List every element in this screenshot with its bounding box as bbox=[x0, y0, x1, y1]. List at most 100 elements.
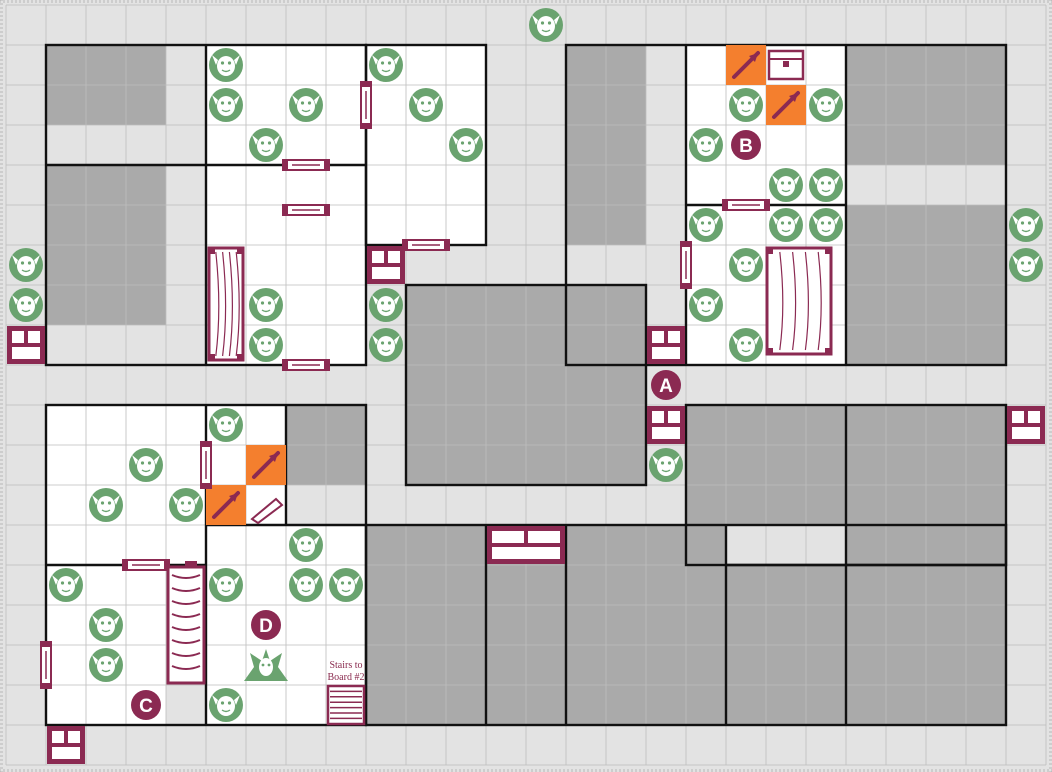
goblin-icon[interactable] bbox=[729, 248, 763, 282]
treasure-item-icon[interactable] bbox=[250, 497, 284, 525]
goblin-face bbox=[217, 56, 235, 76]
goblin-icon[interactable] bbox=[169, 488, 203, 522]
room-label-a[interactable]: A bbox=[651, 370, 681, 400]
goblin-mouth bbox=[301, 549, 311, 553]
goblin-icon[interactable] bbox=[689, 208, 723, 242]
door-icon[interactable] bbox=[680, 241, 692, 289]
door-icon[interactable] bbox=[360, 81, 372, 129]
goblin-eye bbox=[347, 581, 352, 585]
goblin-icon[interactable] bbox=[209, 688, 243, 722]
door-icon[interactable] bbox=[402, 239, 450, 251]
goblin-icon[interactable] bbox=[129, 448, 163, 482]
goblin-icon[interactable] bbox=[729, 328, 763, 362]
goblin-mouth bbox=[461, 149, 471, 153]
rubble-stone bbox=[52, 747, 80, 759]
goblin-icon[interactable] bbox=[729, 88, 763, 122]
boss-monster-icon[interactable] bbox=[244, 649, 288, 681]
table-leg bbox=[209, 248, 215, 254]
spear-trap-icon[interactable] bbox=[206, 485, 246, 525]
goblin-face bbox=[737, 96, 755, 116]
goblin-icon[interactable] bbox=[809, 168, 843, 202]
blocked-rubble-icon[interactable] bbox=[487, 526, 565, 564]
goblin-ears bbox=[212, 415, 240, 425]
goblin-icon[interactable] bbox=[209, 568, 243, 602]
door-icon[interactable] bbox=[122, 559, 170, 571]
goblin-icon[interactable] bbox=[369, 48, 403, 82]
goblin-eye bbox=[187, 501, 192, 505]
goblin-icon[interactable] bbox=[89, 648, 123, 682]
goblin-ears bbox=[772, 175, 800, 185]
blocked-rubble-icon[interactable] bbox=[647, 326, 685, 364]
goblin-icon[interactable] bbox=[809, 88, 843, 122]
goblin-face bbox=[177, 496, 195, 516]
goblin-icon[interactable] bbox=[89, 488, 123, 522]
table-icon[interactable] bbox=[765, 246, 833, 356]
rubble-stone bbox=[652, 427, 680, 439]
goblin-eye bbox=[747, 341, 752, 345]
stairs-icon[interactable] bbox=[326, 684, 366, 726]
table-icon[interactable] bbox=[207, 246, 245, 362]
goblin-icon[interactable] bbox=[809, 208, 843, 242]
goblin-icon[interactable] bbox=[689, 288, 723, 322]
goblin-eye bbox=[267, 341, 272, 345]
door-icon[interactable] bbox=[282, 204, 330, 216]
weapon-rack-icon[interactable] bbox=[166, 565, 206, 685]
goblin-icon[interactable] bbox=[49, 568, 83, 602]
goblin-icon[interactable] bbox=[9, 288, 43, 322]
spear-trap-icon[interactable] bbox=[726, 45, 766, 85]
goblin-icon[interactable] bbox=[289, 88, 323, 122]
goblin-icon[interactable] bbox=[769, 208, 803, 242]
door-icon[interactable] bbox=[40, 641, 52, 689]
goblin-icon[interactable] bbox=[649, 448, 683, 482]
table-top bbox=[765, 246, 833, 356]
blocked-rubble-icon[interactable] bbox=[367, 246, 405, 284]
spear-trap-icon[interactable] bbox=[246, 445, 286, 485]
goblin-icon[interactable] bbox=[689, 128, 723, 162]
goblin-icon[interactable] bbox=[449, 128, 483, 162]
goblin-icon[interactable] bbox=[529, 8, 563, 42]
blocked-rubble-icon[interactable] bbox=[647, 406, 685, 444]
door-icon[interactable] bbox=[282, 359, 330, 371]
goblin-icon[interactable] bbox=[209, 48, 243, 82]
goblin-icon[interactable] bbox=[209, 408, 243, 442]
door-icon[interactable] bbox=[282, 159, 330, 171]
spear-trap-icon[interactable] bbox=[766, 85, 806, 125]
door-hinge bbox=[324, 204, 330, 216]
room-label-c[interactable]: C bbox=[131, 690, 161, 720]
treasure-chest-icon[interactable] bbox=[767, 49, 805, 81]
goblin-icon[interactable] bbox=[9, 248, 43, 282]
goblin-icon[interactable] bbox=[409, 88, 443, 122]
goblin-icon[interactable] bbox=[249, 288, 283, 322]
blocked-rubble-icon[interactable] bbox=[47, 726, 85, 764]
goblin-icon[interactable] bbox=[249, 128, 283, 162]
goblin-icon[interactable] bbox=[769, 168, 803, 202]
goblin-icon[interactable] bbox=[289, 568, 323, 602]
goblin-ears bbox=[1012, 215, 1040, 225]
goblin-icon[interactable] bbox=[209, 88, 243, 122]
goblin-icon[interactable] bbox=[369, 288, 403, 322]
goblin-eye bbox=[787, 181, 792, 185]
goblin-eye bbox=[707, 301, 712, 305]
goblin-icon[interactable] bbox=[289, 528, 323, 562]
goblin-icon[interactable] bbox=[329, 568, 363, 602]
goblin-icon[interactable] bbox=[249, 328, 283, 362]
goblin-icon[interactable] bbox=[369, 328, 403, 362]
door-icon[interactable] bbox=[722, 199, 770, 211]
blocked-rubble-icon[interactable] bbox=[7, 326, 45, 364]
goblin-eye bbox=[540, 21, 545, 25]
room-label-d[interactable]: D bbox=[251, 610, 281, 640]
rubble-stone bbox=[1012, 427, 1040, 439]
goblin-mouth bbox=[221, 429, 231, 433]
goblin-icon[interactable] bbox=[1009, 248, 1043, 282]
goblin-icon[interactable] bbox=[1009, 208, 1043, 242]
goblin-icon[interactable] bbox=[89, 608, 123, 642]
room-label-b[interactable]: B bbox=[731, 130, 761, 160]
blocked-rubble-icon[interactable] bbox=[1007, 406, 1045, 444]
goblin-mouth bbox=[21, 309, 31, 313]
goblin-eye bbox=[220, 701, 225, 705]
goblin-mouth bbox=[741, 109, 751, 113]
door-icon[interactable] bbox=[200, 441, 212, 489]
goblin-mouth bbox=[661, 469, 671, 473]
